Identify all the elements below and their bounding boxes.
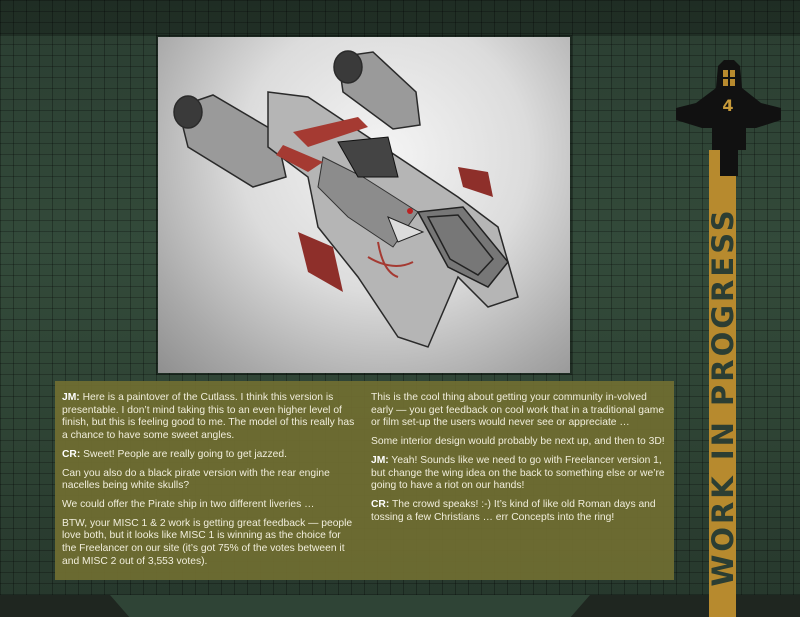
dialogue-paragraph: Some interior design would probably be n… [371,436,666,449]
speaker-label: JM: [371,454,389,466]
dialogue-paragraph: Can you also do a black pirate version w… [62,468,357,493]
speaker-label: CR: [371,498,390,510]
dialogue-paragraph: JM: Here is a paintover of the Cutlass. … [62,392,357,443]
ship-render-image [158,37,570,373]
dialogue-paragraph: CR: Sweet! People are really going to ge… [62,449,357,462]
dialogue-paragraph: This is the cool thing about getting you… [371,392,666,430]
dialogue-column-right: This is the cool thing about getting you… [371,392,666,580]
dialogue-text: Can you also do a black pirate version w… [62,467,330,492]
spaceship-illustration [173,50,519,348]
dialogue-paragraph: BTW, your MISC 1 & 2 work is getting gre… [62,518,357,569]
dialogue-column-left: JM: Here is a paintover of the Cutlass. … [62,392,357,580]
bottom-band [0,595,800,617]
dialogue-box: JM: Here is a paintover of the Cutlass. … [55,381,674,580]
speaker-label: CR: [62,448,81,460]
dialogue-paragraph: JM: Yeah! Sounds like we need to go with… [371,455,666,493]
dialogue-paragraph: We could offer the Pirate ship in two di… [62,499,357,512]
dialogue-text: Here is a paintover of the Cutlass. I th… [62,392,355,442]
dialogue-text: Sweet! People are really going to get ja… [80,448,287,460]
dialogue-text: Yeah! Sounds like we need to go with Fre… [371,454,665,492]
vertical-title-text: WORK IN PROGRESS [709,207,736,587]
speaker-label: JM: [62,392,80,403]
dialogue-text: This is the cool thing about getting you… [371,392,665,429]
dialogue-text: The crowd speaks! :-) It’s kind of like … [371,498,656,523]
section-number: 4 [722,96,734,115]
dialogue-text: Some interior design would probably be n… [371,436,665,448]
section-accent-strip [709,150,736,617]
dialogue-text: We could offer the Pirate ship in two di… [62,498,315,510]
dialogue-text: BTW, your MISC 1 & 2 work is getting gre… [62,517,353,567]
dialogue-paragraph: CR: The crowd speaks! :-) It’s kind of l… [371,499,666,524]
vertical-title: WORK IN PROGRESS [709,192,736,602]
ship-silhouette-icon [676,60,781,176]
